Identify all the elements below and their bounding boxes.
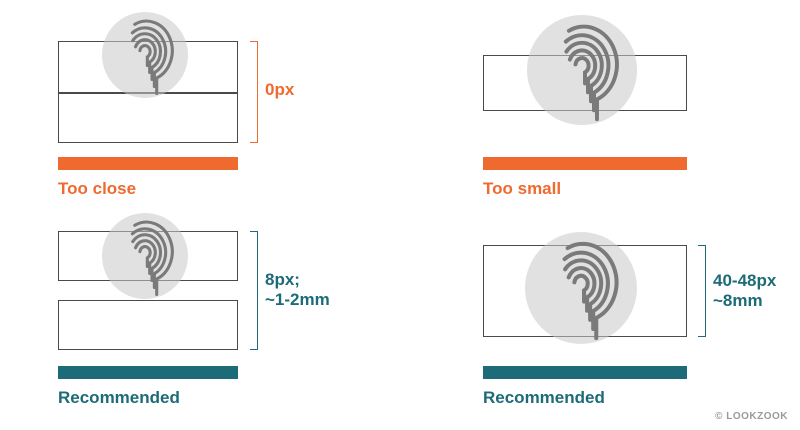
rating-label: Recommended (58, 388, 180, 407)
fingerprint-ridge (566, 24, 619, 122)
fingerprint-ridge (131, 233, 163, 283)
fingerprint-ridge (572, 273, 590, 304)
size-bracket (698, 245, 706, 337)
fingerprint-icon (525, 232, 637, 344)
fingerprint-ridge (130, 227, 168, 290)
fingerprint-ridge (133, 38, 157, 75)
spacing-bracket (250, 231, 258, 350)
target-bottom (58, 300, 238, 350)
rating-bar (58, 157, 238, 170)
size-value: 40-48px ~8mm (713, 271, 777, 310)
rating-bar (483, 366, 687, 379)
fingerprint-ridge (131, 32, 163, 82)
fingerprint-ridge (563, 258, 604, 322)
spacing-bracket (250, 41, 258, 143)
fingerprint-ridge (138, 44, 152, 67)
fingerprint-ridge (133, 239, 157, 276)
fingerprint-ridge (566, 266, 597, 313)
target-bottom (58, 92, 238, 143)
fingerprint-ridge (573, 56, 591, 86)
fingerprint-icon (527, 15, 637, 125)
fingerprint-ridge (565, 241, 619, 341)
credit-logo: © LOOKZOOK (715, 411, 788, 422)
rating-label: Too close (58, 179, 137, 198)
fingerprint-icon (102, 12, 188, 98)
fingerprint-ridge (133, 19, 174, 96)
fingerprint-ridge (130, 26, 168, 89)
rating-bar (58, 366, 238, 379)
rating-label: Too small (483, 179, 562, 198)
rating-label: Recommended (483, 388, 605, 407)
spacing-value: 0px (265, 80, 295, 99)
fingerprint-ridge (564, 40, 604, 104)
spacing-value: 8px; ~1-2mm (265, 270, 330, 309)
fingerprint-ridge (562, 250, 610, 331)
fingerprint-ridge (567, 48, 598, 95)
fingerprint-ridge (133, 220, 174, 297)
fingerprint-icon (102, 213, 188, 299)
fingerprint-ridge (563, 33, 611, 113)
fingerprint-ridge (138, 245, 152, 268)
rating-bar (483, 157, 687, 170)
